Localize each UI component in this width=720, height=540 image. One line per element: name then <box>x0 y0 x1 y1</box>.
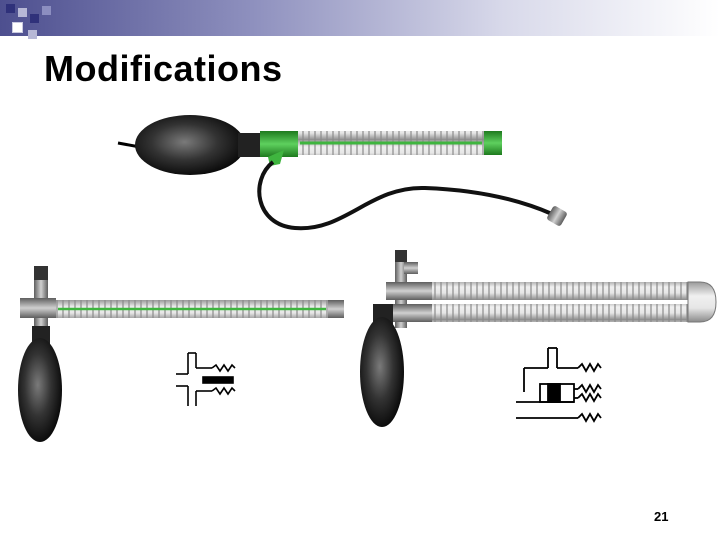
end-cap-icon <box>687 281 717 323</box>
bulb-icon <box>360 317 404 427</box>
t-connector-cross <box>20 298 56 318</box>
green-end-cap <box>484 131 502 155</box>
schematic-double-tube <box>516 347 602 423</box>
decor-square-light <box>28 30 37 39</box>
figure-left-assembly <box>18 266 344 442</box>
decor-square-mid <box>42 6 51 15</box>
tubing-connector-icon <box>547 206 567 226</box>
bulb-icon <box>135 115 245 175</box>
title-background <box>0 36 720 96</box>
tube-end-cap <box>328 300 344 318</box>
upper-connector <box>386 282 432 300</box>
figure-top-assembly <box>117 115 567 231</box>
corrugated-tube-icon <box>432 282 688 300</box>
decor-square-white <box>12 22 23 33</box>
decor-square-dark <box>30 14 39 23</box>
page-number: 21 <box>654 509 669 524</box>
oxygen-tubing-icon <box>257 160 553 231</box>
bag-neck <box>238 133 260 157</box>
corrugated-tube-icon <box>432 304 688 322</box>
lower-connector <box>386 304 432 322</box>
cap-icon <box>34 266 48 280</box>
page-title: Modifications <box>44 48 283 89</box>
figure-right-assembly <box>360 250 717 427</box>
decor-square-light <box>18 8 27 17</box>
side-port-icon <box>404 262 418 274</box>
cap-icon <box>395 250 407 262</box>
bulb-icon <box>18 338 62 442</box>
decor-square-dark <box>6 4 15 13</box>
schematic-single-tube <box>176 352 236 406</box>
